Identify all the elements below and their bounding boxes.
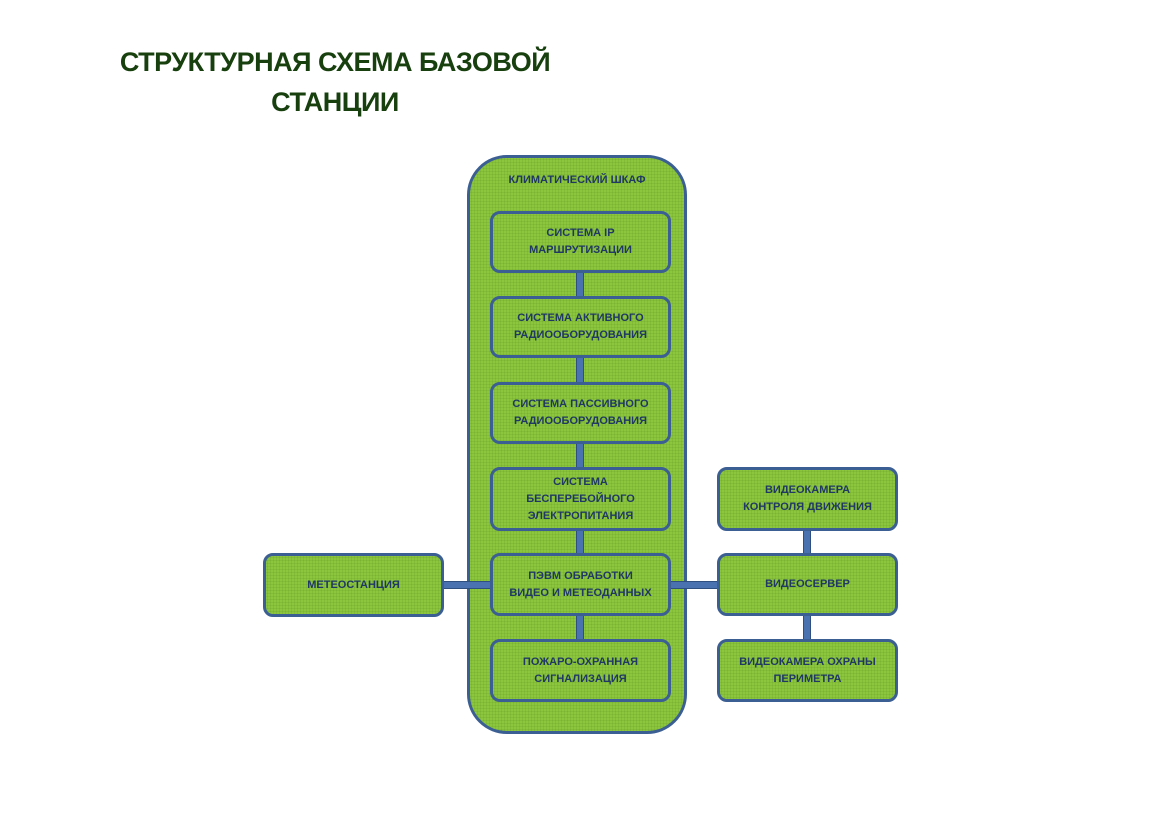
box-label: СИСТЕМА ПАССИВНОГО РАДИООБОРУДОВАНИЯ	[512, 398, 649, 427]
box-label: ПЭВМ ОБРАБОТКИ ВИДЕО И МЕТЕОДАННЫХ	[509, 569, 652, 599]
perimeter-camera: ВИДЕОКАМЕРА ОХРАНЫ ПЕРИМЕТРА	[717, 639, 898, 702]
box-label: МЕТЕОСТАНЦИЯ	[307, 578, 400, 591]
meteostation: МЕТЕОСТАНЦИЯ	[263, 553, 444, 617]
connector	[803, 614, 811, 641]
connector	[576, 529, 584, 555]
title-line-1: СТРУКТУРНАЯ СХЕМА БАЗОВОЙ	[119, 47, 551, 77]
box-label: ВИДЕОКАМЕРА КОНТРОЛЯ ДВИЖЕНИЯ	[743, 484, 872, 513]
box-label: ВИДЕОКАМЕРА ОХРАНЫ ПЕРИМЕТРА	[739, 655, 876, 685]
box-label: ВИДЕОСЕРВЕР	[765, 578, 850, 590]
motion-camera: ВИДЕОКАМЕРА КОНТРОЛЯ ДВИЖЕНИЯ	[717, 467, 898, 531]
ip-routing-system: СИСТЕМА IP МАРШРУТИЗАЦИИ	[490, 211, 671, 273]
connector	[803, 529, 811, 555]
box-label: СИСТЕМА БЕСПЕРЕБОЙНОГО ЭЛЕКТРОПИТАНИЯ	[526, 475, 635, 522]
connector	[442, 581, 492, 589]
ups-system: СИСТЕМА БЕСПЕРЕБОЙНОГО ЭЛЕКТРОПИТАНИЯ	[490, 467, 671, 531]
title-line-2: СТАНЦИИ	[271, 87, 399, 117]
pc-processing: ПЭВМ ОБРАБОТКИ ВИДЕО И МЕТЕОДАННЫХ	[490, 553, 671, 616]
cabinet-label: КЛИМАТИЧЕСКИЙ ШКАФ	[508, 174, 646, 186]
connector	[576, 356, 584, 384]
connector	[576, 271, 584, 298]
connector	[576, 442, 584, 469]
box-label: СИСТЕМА АКТИВНОГО РАДИООБОРУДОВАНИЯ	[513, 312, 647, 341]
connector	[668, 581, 719, 589]
box-label: СИСТЕМА IP МАРШРУТИЗАЦИИ	[529, 227, 632, 256]
fire-security-alarm: ПОЖАРО-ОХРАННАЯ СИГНАЛИЗАЦИЯ	[490, 639, 671, 702]
box-label: ПОЖАРО-ОХРАННАЯ СИГНАЛИЗАЦИЯ	[522, 655, 639, 685]
active-radio-system: СИСТЕМА АКТИВНОГО РАДИООБОРУДОВАНИЯ	[490, 296, 671, 358]
passive-radio-system: СИСТЕМА ПАССИВНОГО РАДИООБОРУДОВАНИЯ	[490, 382, 671, 444]
videoserver: ВИДЕОСЕРВЕР	[717, 553, 898, 616]
connector	[576, 614, 584, 641]
